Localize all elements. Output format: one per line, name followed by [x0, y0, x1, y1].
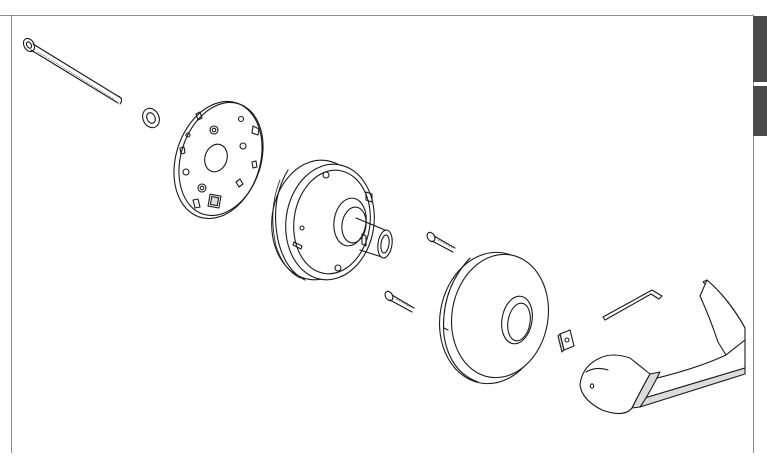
hex-key — [602, 289, 663, 321]
machine-screw-lower — [384, 290, 415, 313]
set-screw — [557, 329, 575, 353]
machine-screw-upper — [426, 231, 456, 253]
chassis-hub — [271, 159, 393, 281]
side-tab-lower[interactable] — [753, 86, 767, 136]
through-bolt — [22, 37, 123, 105]
mounting-plate — [173, 100, 264, 220]
side-tab-group — [753, 16, 767, 136]
lever-handle — [579, 279, 746, 415]
washer — [142, 107, 160, 129]
side-tab-upper[interactable] — [753, 16, 767, 82]
rose-escutcheon — [438, 251, 550, 385]
